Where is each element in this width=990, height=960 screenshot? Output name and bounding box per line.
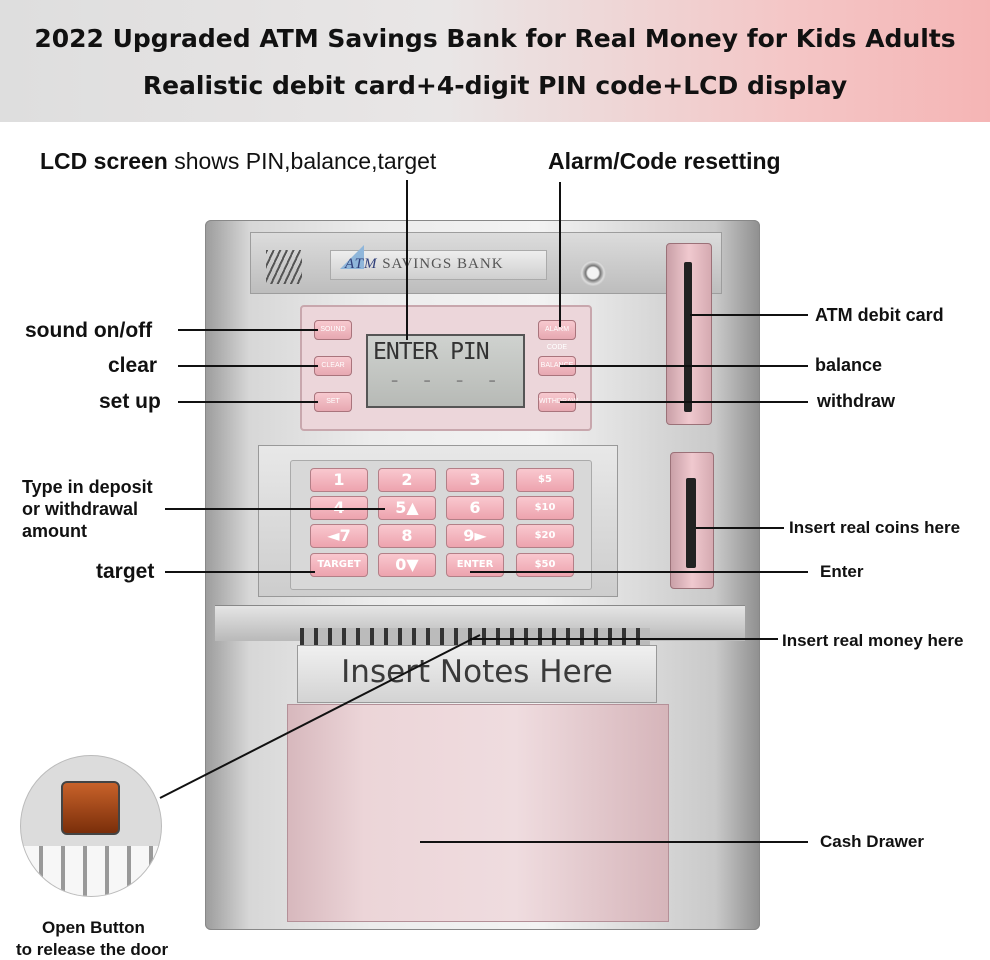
title-banner: 2022 Upgraded ATM Savings Bank for Real …: [0, 0, 990, 122]
callout-coins: Insert real coins here: [789, 518, 961, 537]
leader-card: [690, 314, 808, 316]
logo-text: ATM SAVINGS BANK: [345, 256, 504, 273]
leader-sound: [178, 329, 318, 331]
lcd-screen: ENTER PIN - - - -: [366, 334, 525, 408]
callout-atm-card: ATM debit card: [815, 305, 944, 325]
callout-sound: sound on/off: [25, 319, 153, 342]
camera-icon: [580, 260, 606, 286]
callout-setup: set up: [99, 390, 161, 413]
leader-deposit: [165, 508, 385, 510]
key-enter[interactable]: ENTER: [446, 553, 504, 577]
alarm-code-button[interactable]: ALARM CODE: [538, 320, 576, 351]
set-button[interactable]: SET: [314, 392, 352, 412]
logo-triangle-icon: [340, 245, 364, 269]
key-1[interactable]: 1: [310, 468, 368, 492]
leader-withdraw: [560, 401, 808, 403]
callout-drawer: Cash Drawer: [820, 832, 924, 851]
leader-clear: [178, 365, 318, 367]
leader-alarm: [559, 182, 561, 327]
sound-button[interactable]: SOUND: [314, 320, 352, 340]
cash-drawer[interactable]: [287, 704, 669, 922]
callout-money: Insert real money here: [782, 631, 964, 650]
key-note-20[interactable]: $20: [516, 524, 574, 548]
leader-setup: [178, 401, 318, 403]
callout-lcd-rest: shows PIN,balance,target: [174, 148, 437, 174]
leader-enter: [470, 571, 808, 573]
callout-deposit-2: or withdrawal: [22, 499, 139, 519]
note-plate: Insert Notes Here: [297, 645, 657, 703]
leader-open-button: [159, 634, 481, 799]
banner-title-line1: 2022 Upgraded ATM Savings Bank for Real …: [34, 24, 956, 53]
key-note-5[interactable]: $5: [516, 468, 574, 492]
clear-button[interactable]: CLEAR: [314, 356, 352, 376]
key-note-50[interactable]: $50: [516, 553, 574, 577]
callout-open-2: to release the door: [16, 940, 169, 959]
callout-open-1: Open Button: [42, 918, 145, 937]
key-9[interactable]: 9►: [446, 524, 504, 548]
callout-lcd-bold: LCD screen: [40, 148, 168, 174]
open-button-icon[interactable]: [61, 781, 120, 835]
key-note-10[interactable]: $10: [516, 496, 574, 520]
logo-script: ATM: [345, 256, 378, 272]
leader-money: [470, 638, 778, 640]
leader-coins: [696, 527, 784, 529]
lcd-line2: - - - -: [388, 368, 502, 393]
callout-lcd: LCD screen shows PIN,balance,target: [40, 148, 436, 175]
key-8[interactable]: 8: [378, 524, 436, 548]
callout-deposit-1: Type in deposit: [22, 477, 153, 497]
key-3[interactable]: 3: [446, 468, 504, 492]
key-2[interactable]: 2: [378, 468, 436, 492]
leader-lcd: [406, 180, 408, 340]
logo-label: SAVINGS BANK: [382, 256, 504, 272]
note-plate-text: Insert Notes Here: [341, 654, 613, 690]
banner-title-line2: Realistic debit card+4-digit PIN code+LC…: [142, 71, 848, 100]
callout-alarm: Alarm/Code resetting: [548, 148, 781, 174]
callout-withdraw: withdraw: [817, 391, 896, 411]
leader-target: [165, 571, 315, 573]
key-0[interactable]: 0▼: [378, 553, 436, 577]
card-slit[interactable]: [684, 262, 692, 412]
inset-bars: [21, 846, 161, 896]
key-target[interactable]: TARGET: [310, 553, 368, 577]
key-7[interactable]: ◄7: [310, 524, 368, 548]
callout-clear: clear: [108, 354, 158, 377]
callout-enter: Enter: [820, 562, 864, 581]
callout-deposit-3: amount: [22, 521, 87, 541]
leader-open-line: [159, 634, 481, 799]
open-button-inset: [20, 755, 162, 897]
callout-target: target: [96, 560, 155, 583]
coin-slit[interactable]: [686, 478, 696, 568]
logo-plate: [330, 250, 547, 280]
callout-balance: balance: [815, 355, 883, 375]
speaker-vents-icon: [266, 250, 302, 284]
leader-balance: [560, 365, 808, 367]
key-6[interactable]: 6: [446, 496, 504, 520]
key-5[interactable]: 5▲: [378, 496, 436, 520]
leader-drawer: [420, 841, 808, 843]
lcd-line1: ENTER PIN: [373, 339, 490, 365]
